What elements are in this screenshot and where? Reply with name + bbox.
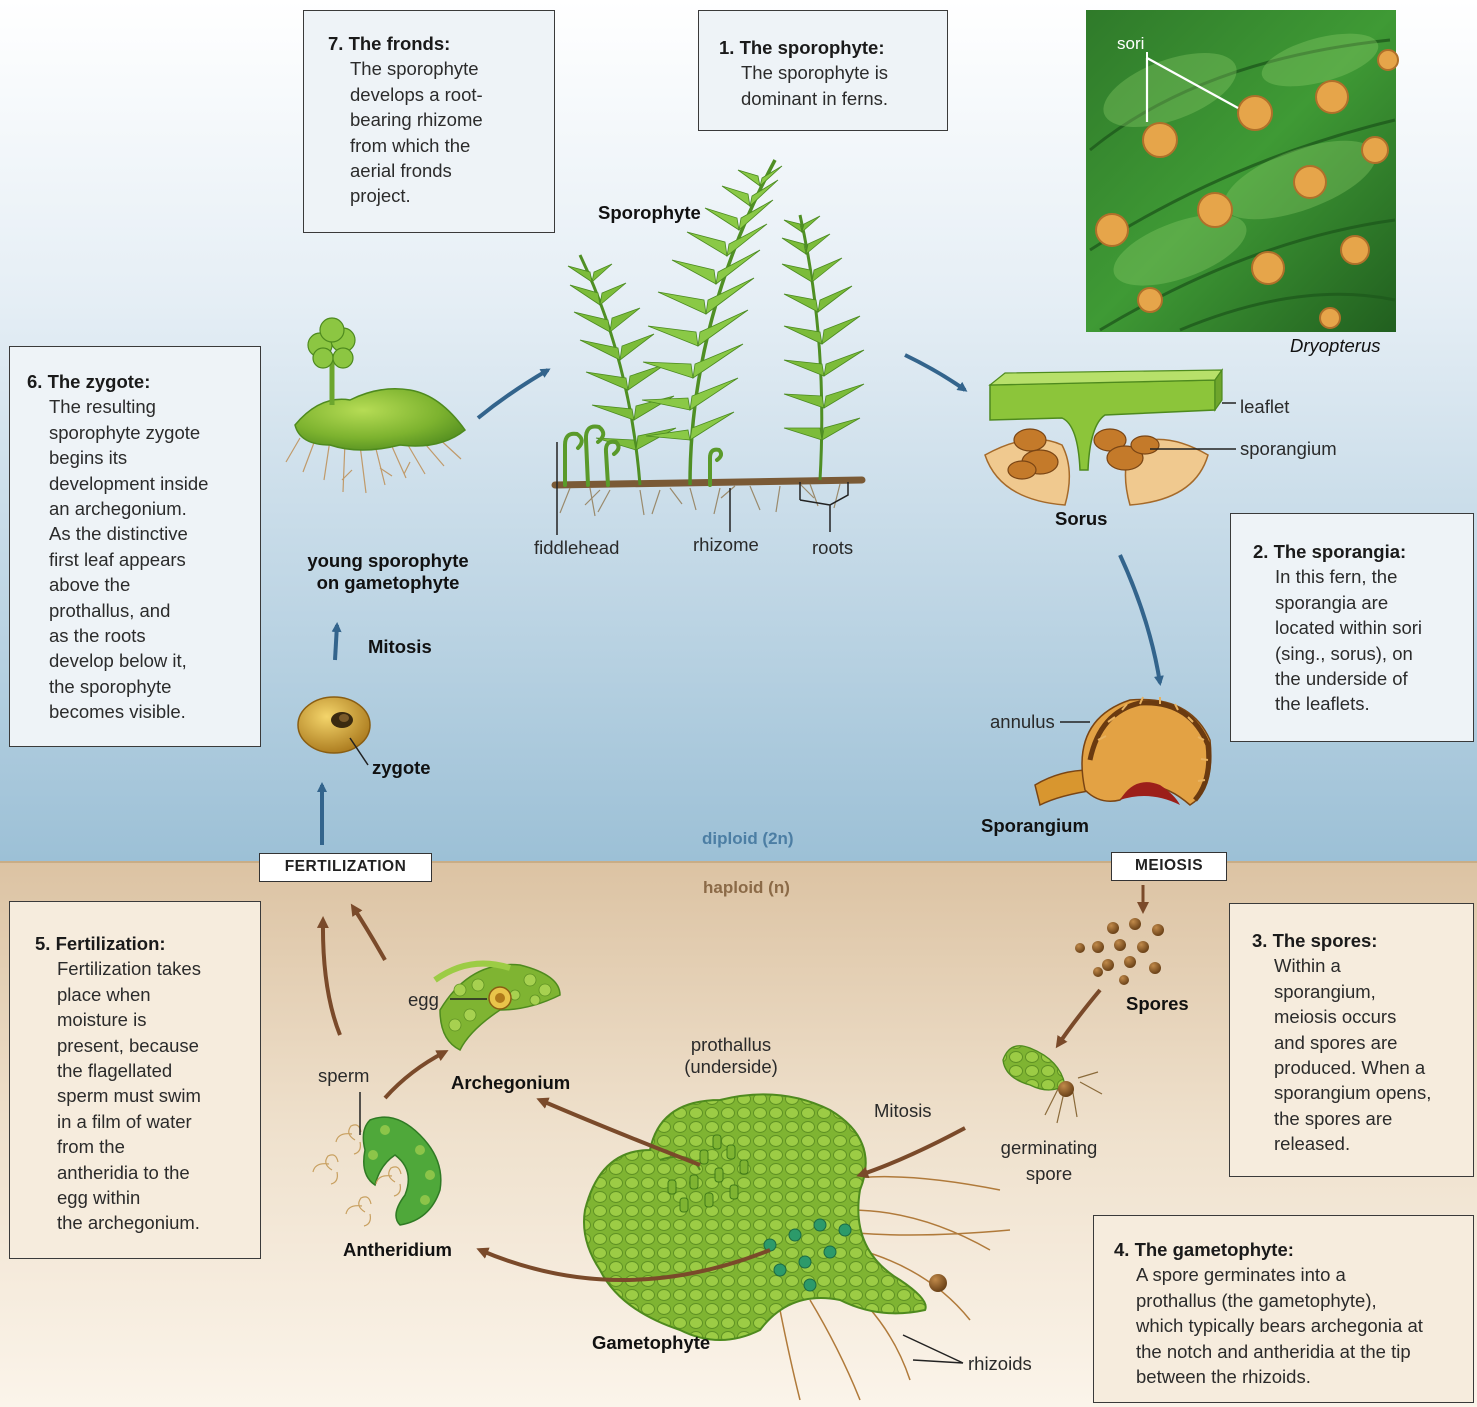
label-gametophyte: Gametophyte bbox=[592, 1332, 710, 1354]
box-fertilization: 5. Fertilization: Fertilization takes pl… bbox=[9, 901, 261, 1259]
label-rhizome: rhizome bbox=[693, 534, 759, 556]
box-gametophyte-body: A spore germinates into a prothallus (th… bbox=[1114, 1262, 1473, 1389]
box-zygote: 6. The zygote: The resulting sporophyte … bbox=[9, 346, 261, 747]
box-sporophyte-title: 1. The sporophyte: bbox=[719, 35, 947, 60]
label-zygote: zygote bbox=[372, 757, 431, 779]
dryopterus-photo bbox=[1086, 10, 1398, 332]
label-leaflet: leaflet bbox=[1240, 396, 1289, 418]
label-annulus: annulus bbox=[990, 711, 1055, 733]
box-spores-title: 3. The spores: bbox=[1252, 928, 1473, 953]
box-sporangia-body: In this fern, the sporangia are located … bbox=[1253, 564, 1473, 716]
label-germinating-spore: germinating spore bbox=[988, 1135, 1110, 1187]
label-haploid: haploid (n) bbox=[703, 878, 790, 898]
box-fertilization-body: Fertilization takes place when moisture … bbox=[35, 956, 260, 1235]
box-fronds-title: 7. The fronds: bbox=[328, 31, 554, 56]
label-sporangium-small: sporangium bbox=[1240, 438, 1337, 460]
box-sporangia: 2. The sporangia: In this fern, the spor… bbox=[1230, 513, 1474, 742]
box-gametophyte: 4. The gametophyte: A spore germinates i… bbox=[1093, 1215, 1474, 1403]
box-sporangia-title: 2. The sporangia: bbox=[1253, 539, 1473, 564]
box-fronds: 7. The fronds: The sporophyte develops a… bbox=[303, 10, 555, 233]
label-sperm: sperm bbox=[318, 1065, 369, 1087]
label-sporophyte: Sporophyte bbox=[598, 202, 701, 224]
label-archegonium: Archegonium bbox=[451, 1072, 570, 1094]
tag-meiosis: MEIOSIS bbox=[1111, 852, 1227, 881]
label-dryopterus: Dryopterus bbox=[1290, 335, 1380, 357]
label-egg: egg bbox=[408, 989, 439, 1011]
box-spores: 3. The spores: Within a sporangium, meio… bbox=[1229, 903, 1474, 1177]
box-sporophyte-body: The sporophyte is dominant in ferns. bbox=[719, 60, 947, 111]
label-spores: Spores bbox=[1126, 993, 1189, 1015]
box-fertilization-title: 5. Fertilization: bbox=[35, 931, 260, 956]
box-zygote-body: The resulting sporophyte zygote begins i… bbox=[27, 394, 260, 724]
box-zygote-title: 6. The zygote: bbox=[27, 369, 260, 394]
label-antheridium: Antheridium bbox=[343, 1239, 452, 1261]
label-roots: roots bbox=[812, 537, 853, 559]
box-sporophyte: 1. The sporophyte: The sporophyte is dom… bbox=[698, 10, 948, 131]
label-young-sporophyte: young sporophyte on gametophyte bbox=[302, 550, 474, 594]
box-fronds-body: The sporophyte develops a root- bearing … bbox=[328, 56, 554, 208]
label-sporangium-big: Sporangium bbox=[981, 815, 1089, 837]
box-gametophyte-title: 4. The gametophyte: bbox=[1114, 1237, 1473, 1262]
label-sorus: Sorus bbox=[1055, 508, 1107, 530]
label-prothallus: prothallus (underside) bbox=[666, 1034, 796, 1078]
label-sori: sori bbox=[1117, 33, 1144, 55]
label-rhizoids: rhizoids bbox=[968, 1353, 1032, 1375]
label-mitosis-bottom: Mitosis bbox=[874, 1100, 932, 1122]
label-diploid: diploid (2n) bbox=[702, 829, 794, 849]
label-fiddlehead: fiddlehead bbox=[534, 537, 619, 559]
tag-fertilization: FERTILIZATION bbox=[259, 853, 432, 882]
box-spores-body: Within a sporangium, meiosis occurs and … bbox=[1252, 953, 1473, 1156]
label-mitosis-top: Mitosis bbox=[368, 636, 432, 658]
